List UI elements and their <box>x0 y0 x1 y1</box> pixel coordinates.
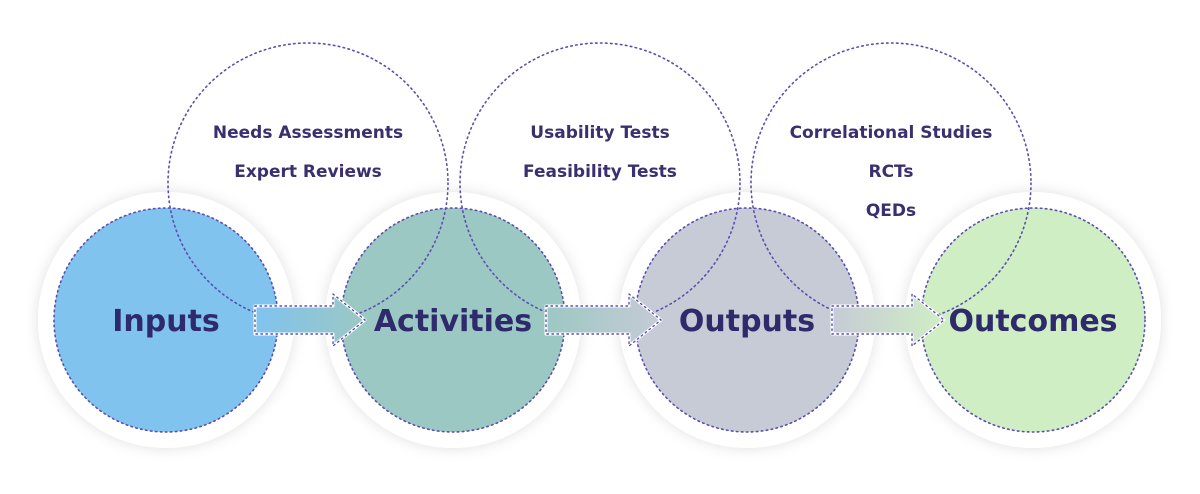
method-item: Expert Reviews <box>234 162 382 182</box>
method-item: RCTs <box>868 162 913 182</box>
stage-circle-inputs <box>54 208 278 432</box>
method-item: Needs Assessments <box>213 123 403 143</box>
stage-circles <box>54 208 1145 432</box>
stage-label-outcomes: Outcomes <box>948 304 1117 339</box>
arrow-outline-3 <box>831 292 946 348</box>
method-item: Usability Tests <box>530 123 669 143</box>
stage-label-activities: Activities <box>374 304 532 339</box>
method-item: Correlational Studies <box>790 123 993 143</box>
stage-label-inputs: Inputs <box>112 304 220 339</box>
stage-label-outputs: Outputs <box>679 304 815 339</box>
method-item: QEDs <box>866 201 916 221</box>
stage-circle-outcomes <box>921 208 1145 432</box>
stage-circle-outputs <box>635 208 859 432</box>
arrow-outline-2 <box>545 292 663 348</box>
arrow-outline-1 <box>254 292 367 348</box>
stage-labels: Inputs Activities Outputs Outcomes <box>112 304 1117 339</box>
method-group-2: Usability Tests Feasibility Tests <box>523 123 677 182</box>
method-group-3: Correlational Studies RCTs QEDs <box>790 123 993 221</box>
stage-circle-activities <box>341 208 565 432</box>
method-group-1: Needs Assessments Expert Reviews <box>213 123 403 182</box>
flow-arrows <box>253 292 946 348</box>
method-item: Feasibility Tests <box>523 162 677 182</box>
